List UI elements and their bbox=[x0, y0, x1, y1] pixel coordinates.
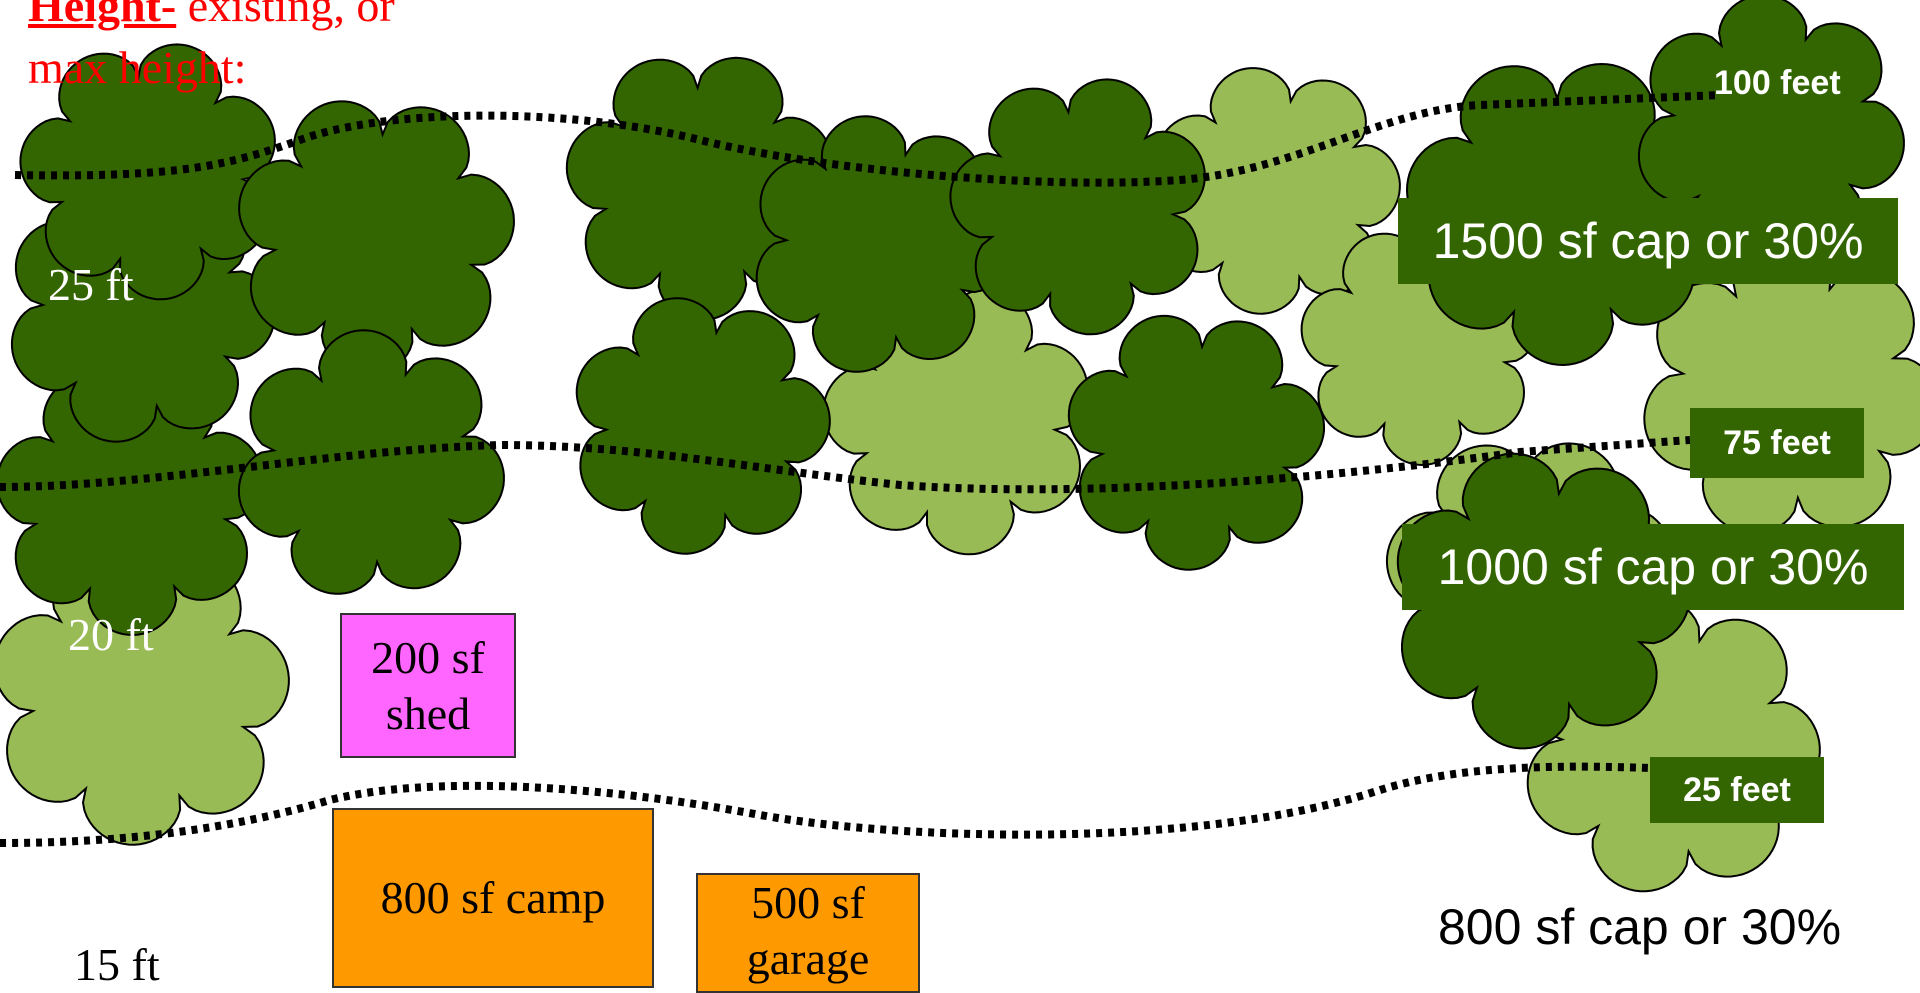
title-rest: existing, or bbox=[176, 0, 395, 31]
setback-75-feet: 75 feet bbox=[1690, 408, 1864, 478]
tree-light-bottom-left bbox=[0, 550, 290, 846]
title-key: Height- bbox=[28, 0, 177, 31]
title-line-1: Height- existing, or bbox=[28, 0, 395, 34]
tree-dark-center-lower bbox=[575, 297, 831, 555]
setback-line-25 bbox=[0, 762, 1651, 847]
tree-dark-center-far bbox=[949, 78, 1206, 336]
garage-area: 500 sf bbox=[751, 877, 865, 928]
garage-structure: 500 sf garage bbox=[696, 873, 920, 993]
cap-800-label: 800 sf cap or 30% bbox=[1438, 899, 1842, 955]
zone-label-15ft: 15 ft bbox=[74, 939, 160, 990]
cap-1500-box: 1500 sf cap or 30% bbox=[1398, 198, 1898, 284]
camp-label: 800 sf camp bbox=[380, 872, 606, 923]
setback-line-100 bbox=[14, 91, 1721, 187]
shed-structure: 200 sf shed bbox=[340, 613, 516, 758]
setback-25-feet: 25 feet bbox=[1650, 757, 1824, 823]
camp-structure: 800 sf camp bbox=[332, 808, 654, 988]
tree-dark-right-lower bbox=[1067, 314, 1325, 571]
shed-type: shed bbox=[385, 687, 471, 739]
shed-area: 200 sf bbox=[371, 631, 485, 683]
garage-type: garage bbox=[746, 933, 870, 984]
setback-100-feet: 100 feet bbox=[1714, 64, 1841, 102]
zone-label-25ft: 25 ft bbox=[48, 259, 134, 310]
title-line-2: max height: bbox=[28, 42, 247, 93]
zone-label-20ft: 20 ft bbox=[68, 609, 154, 660]
cap-1000-box: 1000 sf cap or 30% bbox=[1402, 524, 1904, 610]
tree-dark-second-lower bbox=[237, 329, 505, 595]
